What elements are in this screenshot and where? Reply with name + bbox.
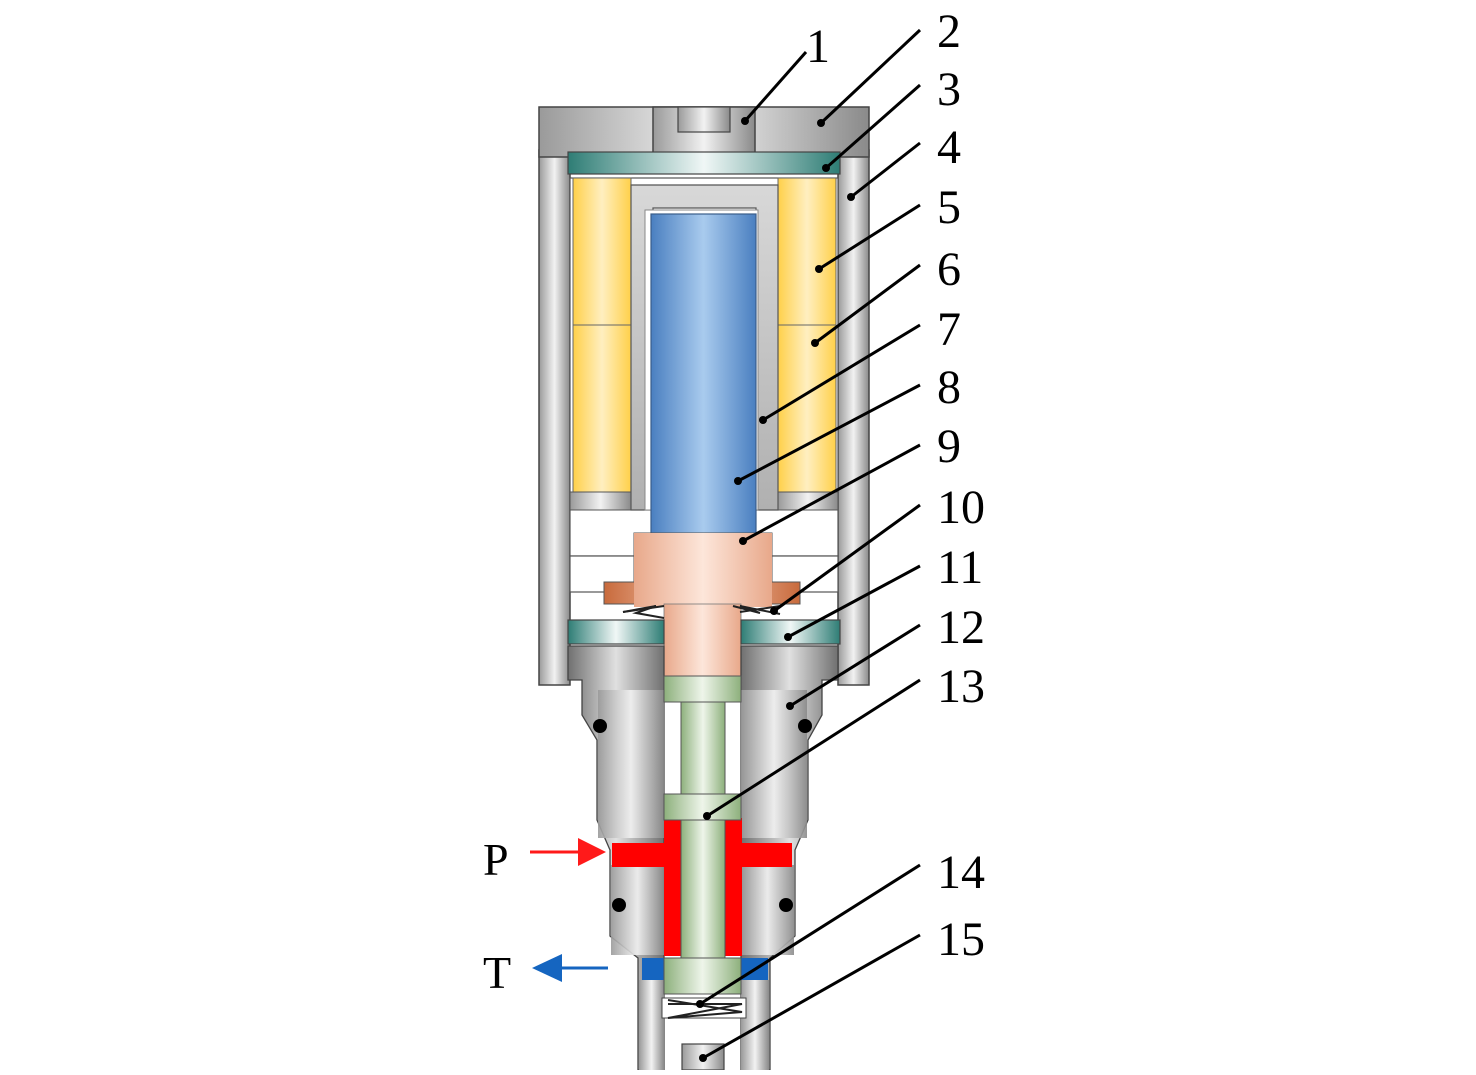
- armature: [650, 213, 757, 535]
- callout-6: 6: [937, 243, 961, 296]
- o-rings: [593, 719, 812, 912]
- callout-11: 11: [937, 541, 983, 594]
- pressure-port-arrow: [530, 838, 606, 866]
- callout-10: 10: [937, 481, 985, 534]
- spool: [663, 675, 742, 995]
- callout-13: 13: [937, 660, 985, 713]
- coil: [569, 177, 839, 511]
- callout-5: 5: [937, 181, 961, 234]
- callout-dots: [696, 117, 855, 1062]
- upper-spring: [622, 605, 781, 619]
- top-cap: [538, 106, 870, 158]
- callout-12: 12: [937, 601, 985, 654]
- callout-15: 15: [937, 913, 985, 966]
- callout-7: 7: [937, 303, 961, 356]
- callout-1: 1: [806, 20, 830, 73]
- callout-8: 8: [937, 361, 961, 414]
- callout-leaders: [699, 28, 922, 1060]
- push-rod: [603, 532, 801, 677]
- callout-14: 14: [937, 846, 985, 899]
- callout-2: 2: [937, 5, 961, 58]
- callout-numbers: 1 2 3 4 5 6 7 8 9 10 11 12 13 14 15: [806, 5, 985, 966]
- callout-4: 4: [937, 121, 961, 174]
- callout-3: 3: [937, 63, 961, 116]
- lower-spring: [661, 997, 747, 1019]
- lower-washer: [567, 619, 841, 645]
- callout-9: 9: [937, 420, 961, 473]
- pressure-port-label: P: [483, 834, 509, 885]
- tank-port-arrow: [532, 954, 608, 982]
- pressure-passage: [612, 818, 792, 956]
- upper-washer: [567, 151, 841, 175]
- tank-port-label: T: [483, 947, 511, 998]
